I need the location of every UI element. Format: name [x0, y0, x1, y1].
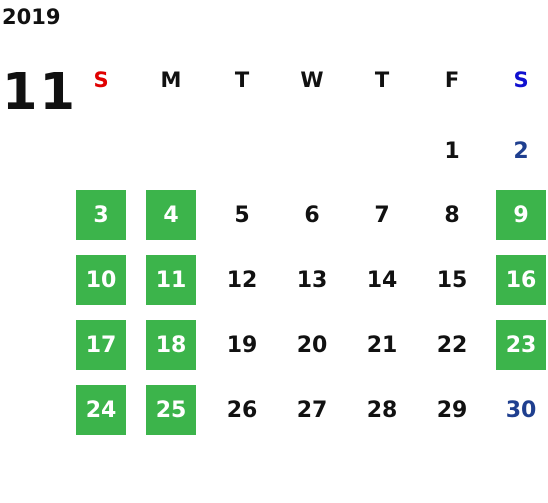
date-cell[interactable]: 16 — [496, 255, 546, 305]
date-cell[interactable]: 18 — [146, 320, 196, 370]
date-cell[interactable]: 13 — [296, 267, 328, 293]
date-cell[interactable]: 1 — [444, 138, 460, 164]
date-cell[interactable]: 5 — [234, 202, 250, 228]
weekday-header-tuesday: T — [234, 68, 250, 92]
date-cell[interactable]: 8 — [444, 202, 460, 228]
date-cell[interactable]: 27 — [296, 397, 328, 423]
weekday-header-friday: F — [444, 68, 460, 92]
date-cell[interactable]: 30 — [505, 397, 537, 423]
date-cell[interactable]: 24 — [76, 385, 126, 435]
weekday-header-saturday: S — [513, 68, 529, 92]
date-cell[interactable]: 11 — [146, 255, 196, 305]
date-cell[interactable]: 12 — [226, 267, 258, 293]
date-cell[interactable]: 29 — [436, 397, 468, 423]
date-cell[interactable]: 26 — [226, 397, 258, 423]
weekday-header-thursday: T — [374, 68, 390, 92]
date-cell[interactable]: 7 — [374, 202, 390, 228]
date-cell[interactable]: 28 — [366, 397, 398, 423]
date-cell[interactable]: 2 — [513, 138, 529, 164]
date-cell[interactable]: 21 — [366, 332, 398, 358]
date-cell[interactable]: 19 — [226, 332, 258, 358]
year-label: 2019 — [2, 5, 61, 29]
date-cell[interactable]: 15 — [436, 267, 468, 293]
weekday-header-sunday: S — [93, 68, 109, 92]
date-cell[interactable]: 23 — [496, 320, 546, 370]
date-cell[interactable]: 25 — [146, 385, 196, 435]
date-cell[interactable]: 14 — [366, 267, 398, 293]
date-cell[interactable]: 3 — [76, 190, 126, 240]
month-number: 11 — [2, 63, 77, 122]
date-cell[interactable]: 9 — [496, 190, 546, 240]
weekday-header-monday: M — [160, 68, 182, 92]
date-cell[interactable]: 4 — [146, 190, 196, 240]
date-cell[interactable]: 22 — [436, 332, 468, 358]
weekday-header-wednesday: W — [300, 68, 324, 92]
date-cell[interactable]: 10 — [76, 255, 126, 305]
date-cell[interactable]: 6 — [304, 202, 320, 228]
date-cell[interactable]: 20 — [296, 332, 328, 358]
date-cell[interactable]: 17 — [76, 320, 126, 370]
